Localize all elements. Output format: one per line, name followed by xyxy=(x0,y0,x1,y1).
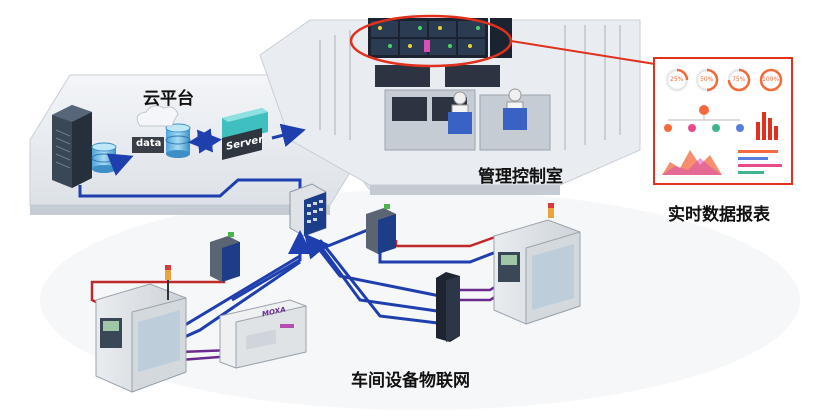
io-controller xyxy=(436,272,460,342)
cnc-machine-right xyxy=(493,203,581,325)
gauge-75-label: 75% xyxy=(732,76,746,83)
realtime-report-panel xyxy=(653,57,793,185)
database-icon xyxy=(91,142,117,173)
video-wall xyxy=(368,18,512,58)
data-tag xyxy=(132,137,164,153)
data-tag-label: data xyxy=(136,138,162,149)
operator-consoles xyxy=(375,65,551,151)
control-room xyxy=(259,18,641,195)
control-room-label: 管理控制室 xyxy=(478,167,563,187)
cloud-icon xyxy=(136,105,179,127)
realtime-report-label: 实时数据报表 xyxy=(668,205,770,225)
plc-module xyxy=(219,299,307,369)
gateway-right xyxy=(366,204,396,254)
gauge-50-label: 50% xyxy=(700,76,714,83)
database-icon-center xyxy=(165,123,191,158)
cloud-platform-label: 云平台 xyxy=(143,89,194,109)
gateway-left xyxy=(210,232,240,282)
server-rack xyxy=(52,105,92,188)
cnc-machine-left xyxy=(95,265,187,393)
server-box xyxy=(222,108,268,160)
core-switch xyxy=(289,183,327,237)
gauge-100-label: 100% xyxy=(762,76,780,83)
callout-line xyxy=(510,40,656,65)
gauge-25-label: 25% xyxy=(670,76,684,83)
field-network xyxy=(118,223,497,350)
workshop-iot-label: 车间设备物联网 xyxy=(351,371,470,391)
